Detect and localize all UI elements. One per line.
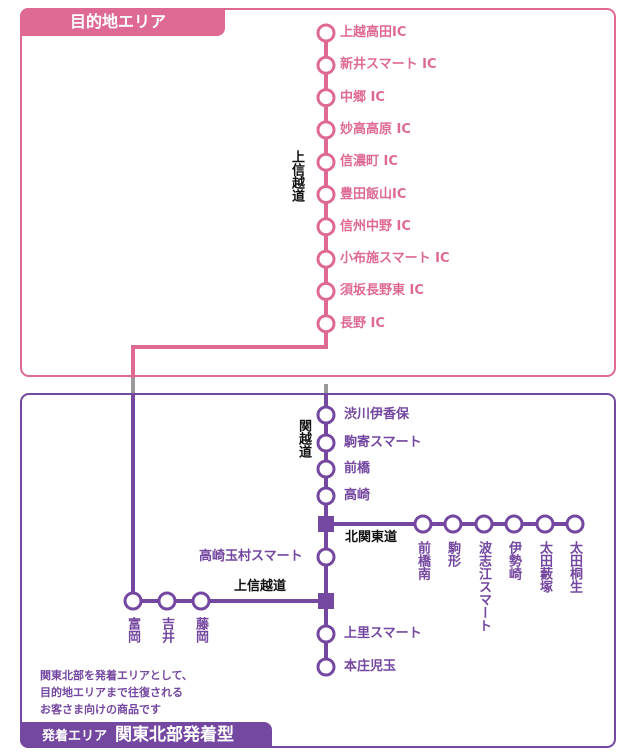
description-line: 関東北部を発着エリアとして、: [40, 669, 193, 682]
station-label: 須坂長野東 IC: [340, 283, 424, 299]
station-node-destination: [316, 23, 336, 43]
station-label: 富岡: [125, 617, 140, 643]
station-node-kanetsu: [316, 657, 336, 677]
station-node-destination: [316, 281, 336, 301]
departure-area-tab: 発着エリア関東北部発着型: [20, 722, 272, 748]
junction-joshinetsu: [318, 593, 334, 609]
junction-kitakanto: [318, 516, 334, 532]
station-label: 妙高高原 IC: [340, 121, 411, 137]
road-label-kitakanto: 北関東道: [345, 530, 398, 545]
station-label: 中郷 IC: [340, 89, 385, 105]
station-node-kanetsu: [316, 624, 336, 644]
station-label: 本庄児玉: [344, 659, 397, 674]
station-node-joshinetsu: [191, 591, 211, 611]
station-label: 信濃町 IC: [340, 154, 398, 170]
station-label: 上里スマート: [344, 626, 422, 641]
station-label: 藤岡: [193, 617, 208, 643]
station-node-destination: [316, 185, 336, 204]
destination-area-tab: 目的地エリア: [20, 8, 225, 36]
departure-area-tab-title: 関東北部発着型: [115, 725, 235, 745]
station-label: 太田桐生: [567, 541, 582, 593]
road-label-joshinetsu-dest: 上信越道: [289, 150, 304, 202]
station-node-destination: [316, 314, 336, 334]
station-label: 吉井: [159, 617, 174, 643]
station-label: 新井スマート IC: [340, 57, 437, 73]
route-connector-pink: [131, 33, 328, 378]
station-node-destination: [316, 120, 336, 140]
description-line: 目的地エリアまで往復される: [40, 686, 183, 699]
station-node-joshinetsu: [157, 591, 177, 611]
description-line: お客さま向けの商品です: [40, 703, 161, 716]
station-node-kitakanto: [443, 514, 463, 534]
station-label: 前橋: [344, 461, 371, 476]
station-node-kitakanto: [535, 514, 555, 534]
station-node-kitakanto: [565, 514, 585, 534]
departure-area-box: [20, 393, 616, 748]
station-node-kanetsu: [316, 547, 336, 567]
station-label: 高崎玉村スマート: [199, 549, 303, 564]
station-node-destination: [316, 249, 336, 269]
station-node-joshinetsu: [123, 591, 143, 611]
destination-area-box: [20, 8, 616, 377]
station-label: 前橋南: [415, 541, 430, 580]
station-label: 駒形: [445, 541, 460, 567]
station-label: 渋川伊香保: [344, 407, 410, 422]
station-node-destination: [316, 217, 336, 237]
station-label: 波志江スマート: [476, 541, 491, 632]
station-label: 豊田飯山IC: [340, 186, 407, 202]
station-node-destination: [316, 88, 336, 108]
road-label-joshinetsu-dep: 上信越道: [234, 579, 287, 594]
station-label: 高崎: [344, 488, 371, 503]
station-node-kitakanto: [413, 514, 433, 534]
station-node-destination: [316, 55, 336, 75]
station-node-kitakanto: [474, 514, 494, 534]
station-label: 伊勢崎: [506, 541, 521, 580]
station-label: 信州中野 IC: [340, 218, 411, 234]
road-label-kanetsu: 関越道: [296, 419, 311, 458]
departure-area-tab-small: 発着エリア: [42, 729, 108, 744]
station-label: 小布施スマート IC: [340, 251, 450, 267]
station-label: 太田藪塚: [537, 541, 552, 593]
station-node-destination: [316, 152, 336, 172]
station-node-kitakanto: [504, 514, 524, 534]
station-node-kanetsu: [316, 459, 336, 479]
description: 関東北部を発着エリアとして、 目的地エリアまで往復される お客さま向けの商品です: [40, 667, 193, 718]
station-node-kanetsu: [316, 433, 336, 453]
station-node-kanetsu: [316, 486, 336, 506]
station-label: 駒寄スマート: [344, 435, 422, 450]
station-label: 長野 IC: [340, 315, 385, 331]
station-label: 上越高田IC: [340, 25, 407, 40]
station-node-kanetsu: [316, 405, 336, 425]
